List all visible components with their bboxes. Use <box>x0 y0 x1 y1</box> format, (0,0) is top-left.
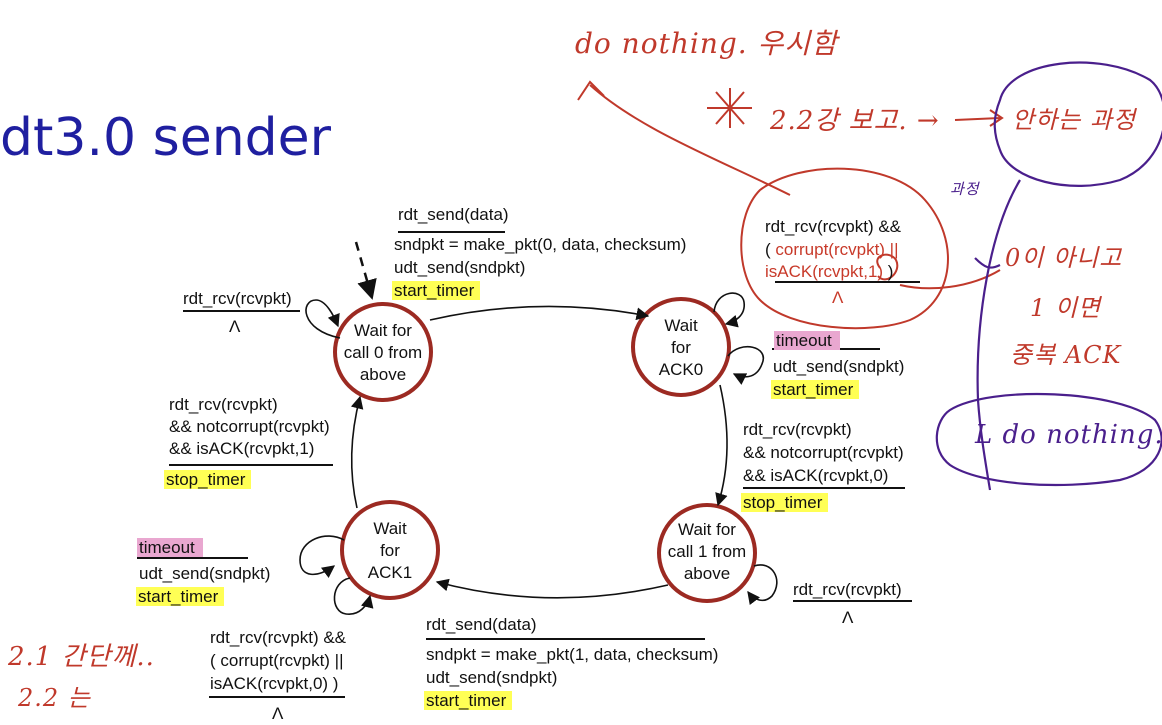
ink-side-note-1: 0이 아니고 <box>1005 244 1123 272</box>
call0-self-action: Λ <box>229 317 241 336</box>
ack0-timeout-action-2: start_timer <box>771 378 860 401</box>
bottom-action-1: sndpkt = make_pkt(1, data, checksum) <box>426 645 719 664</box>
state-label-wait-ack0: Wait for ACK0 <box>658 316 704 379</box>
ink-oval-top <box>993 61 1162 187</box>
ink-circle-red <box>740 167 949 330</box>
top-action-1: sndpkt = make_pkt(0, data, checksum) <box>394 235 687 254</box>
ack1-ignore-line2: ( corrupt(rcvpkt) || <box>210 651 344 670</box>
ink-circle-small <box>876 253 899 281</box>
selfloop-ack1-ignore <box>333 577 374 615</box>
top-action-3: start_timer <box>392 279 481 302</box>
edge-ack1-to-call0 <box>350 395 364 509</box>
ink-pointer <box>899 269 1001 290</box>
ack0-ignore-line2: ( corrupt(rcvpkt) || <box>765 240 899 259</box>
left-cond-1: rdt_rcv(rcvpkt) <box>169 395 278 414</box>
edge-call0-to-ack0 <box>429 305 650 321</box>
ack1-ignore-line1: rdt_rcv(rcvpkt) && <box>210 628 347 647</box>
top-event: rdt_send(data) <box>398 205 509 224</box>
right-cond-3: && isACK(rcvpkt,0) <box>743 466 889 485</box>
state-wait-call0 <box>333 302 433 402</box>
edge-call1-to-ack1 <box>435 578 669 599</box>
ack0-ignore-line1: rdt_rcv(rcvpkt) && <box>765 217 902 236</box>
ink-oval-bottom <box>935 392 1162 487</box>
left-action: stop_timer <box>164 468 252 491</box>
top-action-2: udt_send(sndpkt) <box>394 258 526 277</box>
edge-ack0-to-call1 <box>715 384 728 507</box>
state-wait-ack1 <box>340 500 440 600</box>
call1-self-action: Λ <box>842 608 854 627</box>
ink-side-note-3: 중복 ACK <box>1010 341 1122 369</box>
ink-arrowhead <box>577 80 605 101</box>
ack0-ignore-action: Λ <box>832 288 844 307</box>
right-cond-2: && notcorrupt(rcvpkt) <box>743 443 904 462</box>
page-title: dt3.0 sender <box>0 108 332 168</box>
ack0-timeout-action-1: udt_send(sndpkt) <box>773 357 905 376</box>
call1-self-event: rdt_rcv(rcvpkt) <box>793 580 902 599</box>
right-cond-1: rdt_rcv(rcvpkt) <box>743 420 852 439</box>
ack1-timeout-action-1: udt_send(sndpkt) <box>139 564 271 583</box>
bottom-action-3: start_timer <box>424 689 513 712</box>
state-wait-call1 <box>657 503 757 603</box>
state-label-wait-call1: Wait for call 1 from above <box>667 520 747 583</box>
ink-bottom-left-1: 2.1 간단께.. <box>8 642 155 672</box>
ink-star <box>707 88 752 128</box>
ink-arrow-up <box>589 84 791 196</box>
bottom-action-2: udt_send(sndpkt) <box>426 668 558 687</box>
ink-small-note: 과정 <box>950 180 980 198</box>
call0-self-event: rdt_rcv(rcvpkt) <box>183 289 292 308</box>
left-cond-2: && notcorrupt(rcvpkt) <box>169 417 330 436</box>
ack0-ignore-line3: isACK(rcvpkt,1) ) <box>765 262 894 281</box>
ink-ref-note: 2.2강 보고. → <box>770 106 940 136</box>
right-action: stop_timer <box>741 491 829 514</box>
selfloop-ack0-upper <box>713 292 745 328</box>
bottom-event: rdt_send(data) <box>426 615 537 634</box>
selfloop-ack0-timeout <box>727 346 765 385</box>
ink-vertical <box>976 179 1021 491</box>
ack1-ignore-action: Λ <box>272 704 284 723</box>
state-wait-ack0 <box>631 297 731 397</box>
ack1-timeout-action-2: start_timer <box>136 585 225 608</box>
ink-bracket <box>974 257 1001 269</box>
selfloop-ack1-timeout <box>299 535 345 579</box>
ack1-ignore-line3: isACK(rcvpkt,0) ) <box>210 674 339 693</box>
state-label-wait-call0: Wait for call 0 from above <box>343 321 423 384</box>
selfloop-call1 <box>747 564 778 606</box>
ink-do-nothing: L do nothing. <box>975 420 1162 450</box>
ink-circle-note: 안하는 과정 <box>1012 106 1137 134</box>
initial-arrow <box>354 241 377 300</box>
ack0-timeout-event: timeout <box>774 329 840 352</box>
ink-side-note-2: 1 이면 <box>1030 294 1102 322</box>
ink-bottom-left-2: 2.2 는 <box>18 684 91 712</box>
left-cond-3: && isACK(rcvpkt,1) <box>169 439 315 458</box>
ink-top-note: do nothing. 우시함 <box>575 27 838 60</box>
ack1-timeout-event: timeout <box>137 536 203 559</box>
selfloop-call0 <box>305 299 341 339</box>
state-label-wait-ack1: Wait for ACK1 <box>367 519 413 582</box>
